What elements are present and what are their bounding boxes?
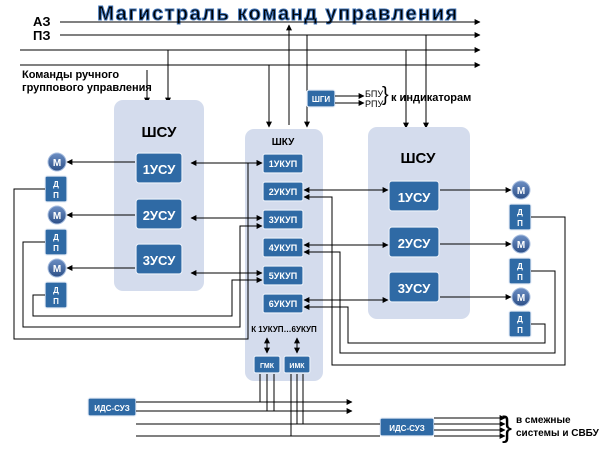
right-actuator-links	[303, 187, 566, 366]
bus-label-az: АЗ	[33, 14, 51, 29]
shgi-label: ШГИ	[312, 95, 331, 104]
adjacent-brace: }	[502, 411, 512, 444]
bpu-label: БПУ	[365, 89, 383, 99]
motor-right-2	[511, 234, 531, 254]
shsu-right-title: ШСУ	[400, 150, 436, 167]
ukup3-label: 3УКУП	[269, 215, 297, 225]
ukup4-label: 4УКУП	[269, 243, 297, 253]
imk-label: ИМК	[289, 363, 305, 370]
bus-drops	[144, 24, 429, 129]
dp-right-2-top: Д	[517, 262, 523, 271]
adjacent-label-line2: системы и СВБУ	[516, 428, 600, 439]
dp-right-3-top: Д	[517, 315, 523, 324]
usu3-right-block	[388, 271, 440, 303]
shku-title: ШКУ	[272, 137, 295, 148]
indicator-brace: }	[382, 84, 389, 106]
dp-left-1-bottom: П	[53, 191, 59, 200]
to-indicators-label: к индикаторам	[391, 92, 471, 104]
motor-left-3-label: М	[53, 264, 61, 275]
motor-right-3	[511, 287, 531, 307]
motor-left-2-label: М	[53, 211, 61, 222]
usu2-right-block	[388, 226, 440, 258]
ukup2-label: 2УКУП	[269, 187, 297, 197]
usu3-left-block	[135, 243, 183, 275]
usu2-right-label: 2УСУ	[398, 236, 432, 251]
motor-left-1-label: М	[53, 158, 61, 169]
gmk-label: ГМК	[260, 363, 275, 370]
bottom-buses	[136, 374, 506, 439]
ids-suz-left-block	[87, 397, 137, 417]
motor-left-3	[47, 258, 67, 278]
ids-suz-left-label: ИДС-СУЗ	[94, 404, 130, 413]
imk-block	[283, 355, 311, 374]
motor-right-1-label: М	[517, 186, 525, 197]
usu3-right-label: 3УСУ	[398, 281, 432, 296]
left-actuators: М Д П М Д П М Д П	[44, 152, 68, 309]
gmk-block	[253, 355, 281, 374]
usu2-left-block	[135, 198, 183, 230]
manual-commands-line1: Команды ручного	[22, 69, 119, 81]
ukup5-label: 5УКУП	[269, 271, 297, 281]
rpu-label: РПУ	[365, 99, 383, 109]
bus-title: Магистраль команд управления	[97, 3, 458, 25]
ukup3-block	[262, 209, 304, 230]
ukup5-block	[262, 265, 304, 286]
dp-right-1-top: Д	[517, 208, 523, 217]
motor-left-1	[47, 152, 67, 172]
ids-suz-right-label: ИДС-СУЗ	[389, 424, 425, 433]
usu-ukup-links	[190, 160, 389, 303]
ukup1-label: 1УКУП	[269, 159, 297, 169]
usu1-right-label: 1УСУ	[398, 190, 432, 205]
dp-right-1-bottom: П	[517, 219, 523, 228]
shsu-left-panel	[114, 100, 204, 291]
right-actuators: М Д П М Д П М Д П	[508, 180, 532, 338]
dp-left-1-top: Д	[53, 180, 59, 189]
dp-right-2-bottom: П	[517, 273, 523, 282]
adjacent-label-line1: в смежные	[516, 415, 571, 426]
dp-right-3-bottom: П	[517, 326, 523, 335]
usu1-left-block	[135, 152, 183, 184]
usu1-left-label: 1УСУ	[143, 162, 177, 177]
bus-label-pz: ПЗ	[33, 28, 51, 43]
ukup1-block	[262, 153, 304, 174]
manual-commands-line2: группового управления	[22, 82, 152, 94]
dp-left-2-top: Д	[53, 233, 59, 242]
dp-left-2-bottom: П	[53, 244, 59, 253]
motor-right-2-label: М	[517, 240, 525, 251]
usu3-left-label: 3УСУ	[143, 253, 177, 268]
ukup2-block	[262, 181, 304, 202]
motor-right-3-label: М	[517, 293, 525, 304]
usu1-right-block	[388, 180, 440, 212]
shsu-left-title: ШСУ	[141, 124, 177, 141]
shsu-right-panel	[368, 127, 470, 319]
shgi-block	[306, 89, 336, 108]
usu2-left-label: 2УСУ	[143, 208, 177, 223]
ukup6-block	[262, 293, 304, 314]
ukup4-block	[262, 237, 304, 258]
dp-left-3-bottom: П	[53, 297, 59, 306]
motor-right-1	[511, 180, 531, 200]
dp-left-3-top: Д	[53, 286, 59, 295]
ids-suz-right-block	[379, 417, 435, 437]
bus-lines	[20, 19, 481, 68]
ukup-range-label: К 1УКУП…6УКУП	[251, 325, 317, 334]
left-actuator-links	[13, 159, 263, 340]
ukup6-label: 6УКУП	[269, 299, 297, 309]
motor-left-2	[47, 205, 67, 225]
